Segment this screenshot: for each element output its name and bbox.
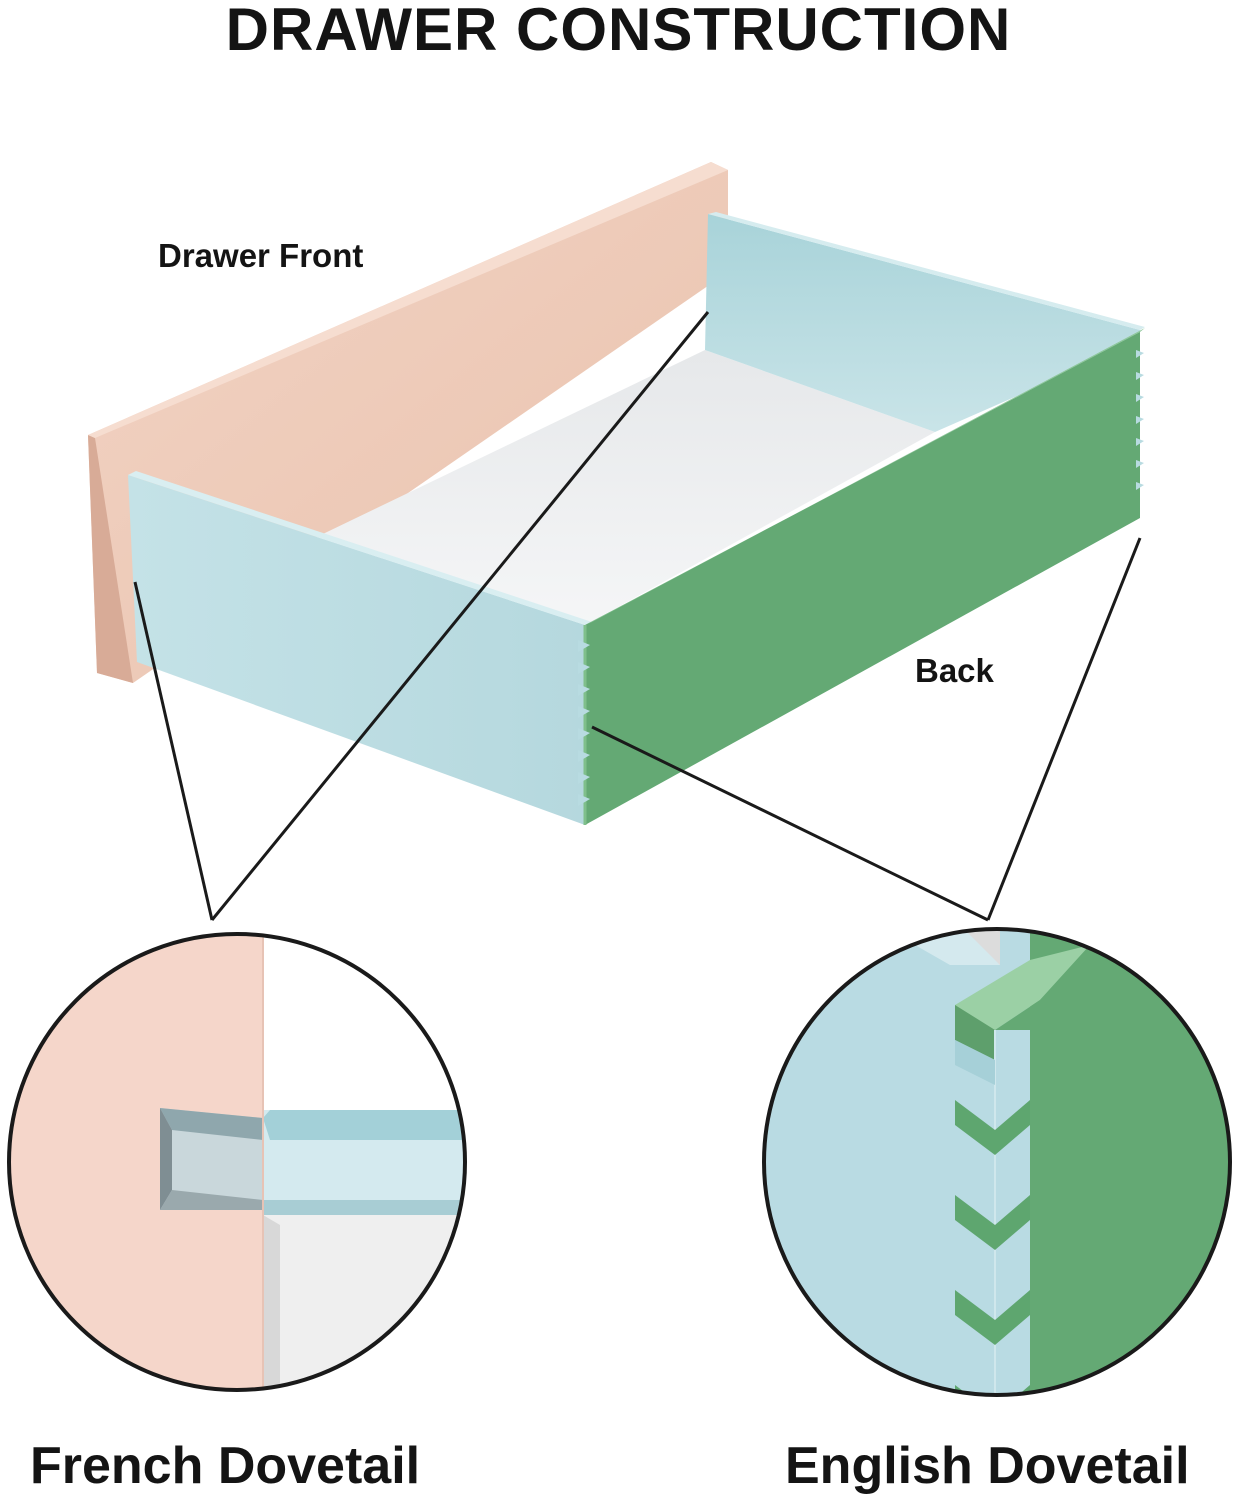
corner-dovetail-pins: [578, 640, 590, 806]
drawer-front-label: Drawer Front: [158, 237, 364, 274]
french-dovetail-label: French Dovetail: [30, 1437, 421, 1495]
english-dovetail-circle: [762, 927, 1232, 1397]
back-corner-dovetail-pins: [1136, 350, 1144, 490]
leader-lines: [133, 311, 1142, 922]
inner-side-panel: [705, 212, 1145, 432]
page-title: DRAWER CONSTRUCTION: [225, 0, 1012, 63]
french-dovetail-detail: [9, 934, 465, 1390]
english-dovetail-label: English Dovetail: [785, 1437, 1190, 1495]
left-side-panel: [128, 471, 592, 825]
french-dovetail-circle: [7, 932, 467, 1392]
back-label: Back: [915, 652, 994, 689]
drawer-bottom: [300, 350, 935, 628]
back-panel: [583, 328, 1145, 825]
